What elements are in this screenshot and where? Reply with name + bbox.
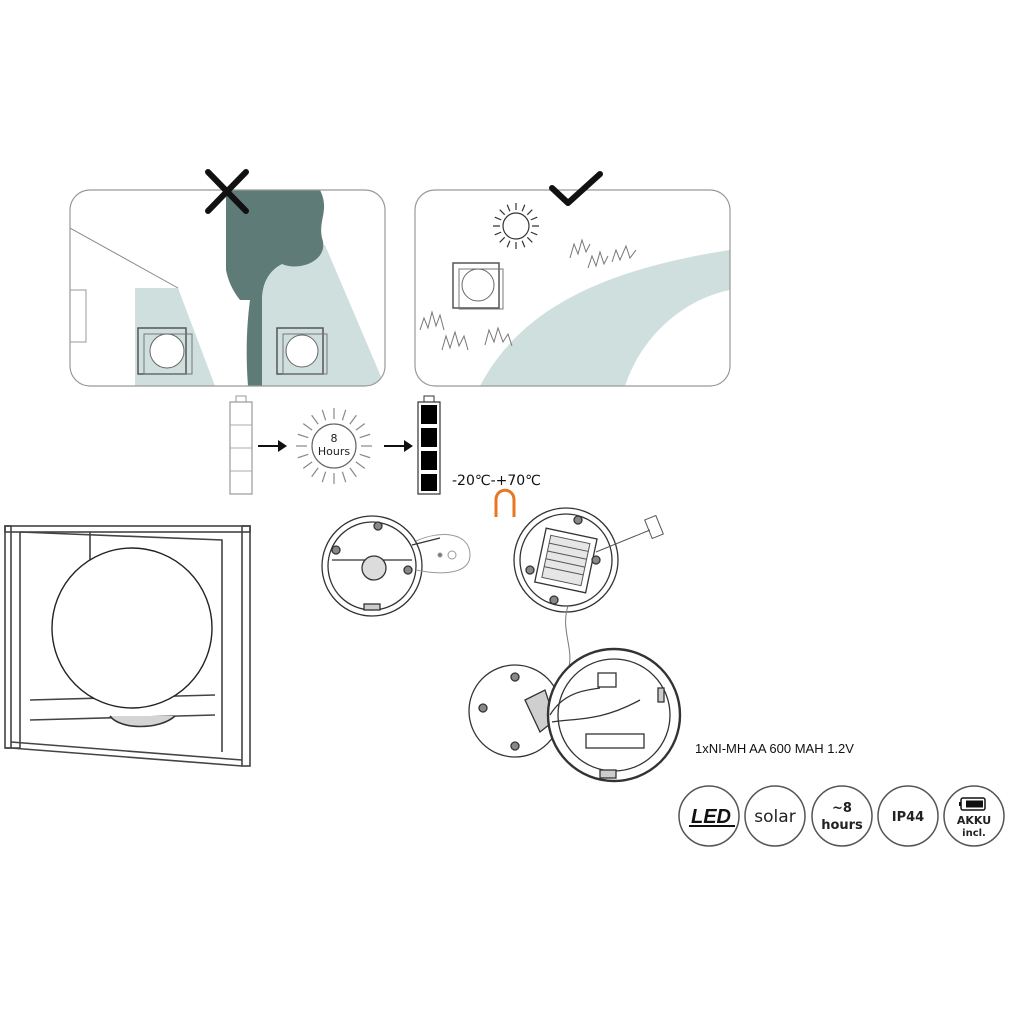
sun-ray	[521, 204, 526, 212]
sun-ray	[494, 231, 502, 236]
switch-on-icon	[494, 488, 516, 517]
badge-akku-text: AKKU	[957, 814, 991, 827]
badge-solar-text: solar	[754, 807, 795, 827]
charge-hours-value: 8	[331, 432, 338, 445]
module-top-view	[513, 507, 619, 613]
shaded-location-panel	[69, 189, 386, 387]
sun-ray	[349, 414, 357, 425]
sun-ray	[499, 209, 506, 216]
lamp-in-shade-2	[276, 327, 328, 375]
empty-battery-icon	[229, 395, 253, 495]
module-bottom-view	[321, 515, 441, 617]
charging-sun-icon: 8 Hours	[296, 408, 372, 484]
grass-icon	[419, 238, 637, 351]
sun-icon	[493, 203, 539, 249]
check-mark-icon	[549, 171, 603, 206]
sun-ray	[526, 209, 533, 216]
temperature-range: -20℃-+70℃	[452, 473, 541, 489]
cross-mark-icon	[205, 169, 249, 214]
battery-icon	[959, 797, 986, 811]
sun-ray	[506, 240, 511, 248]
arrow-right-icon	[258, 440, 287, 452]
lamp-in-sun	[452, 262, 504, 310]
badge-led-text: LED	[691, 806, 731, 828]
switch-detail-callout	[415, 534, 471, 574]
full-battery-icon	[417, 395, 441, 495]
sun-ray	[311, 414, 319, 425]
sun-ray	[521, 240, 526, 248]
badge-hours: ~8 hours	[811, 785, 873, 847]
module-open-view	[468, 647, 682, 783]
sun-ray	[341, 471, 347, 483]
screwdriver-icon	[595, 514, 664, 553]
sun-ray	[359, 433, 371, 439]
arrow-right-icon	[384, 440, 413, 452]
sun-ray	[530, 231, 538, 236]
sun-ray	[355, 461, 366, 469]
cube-lamp-product	[4, 525, 251, 767]
badge-led: LED	[678, 785, 740, 847]
badge-hours-unit: hours	[821, 818, 863, 833]
sun-ray	[355, 423, 366, 431]
sun-ray	[302, 423, 313, 431]
sun-ray	[321, 409, 327, 421]
charge-hours-unit: Hours	[318, 445, 350, 458]
sun-ray	[494, 216, 502, 221]
badge-solar: solar	[744, 785, 806, 847]
sun-ray	[506, 204, 511, 212]
badge-hours-value: ~8	[832, 801, 852, 816]
badge-akku: AKKU incl.	[943, 785, 1005, 847]
sun-ray	[526, 236, 533, 243]
sunny-location-panel	[414, 189, 731, 387]
battery-spec: 1xNI-MH AA 600 MAH 1.2V	[695, 741, 854, 756]
badge-ip44: IP44	[877, 785, 939, 847]
badge-akku-sub: incl.	[962, 828, 986, 839]
sun-ray	[349, 467, 357, 478]
sun-ray	[302, 461, 313, 469]
sun-ray	[311, 467, 319, 478]
sun-ray	[297, 433, 309, 439]
sun-ray	[297, 453, 309, 459]
sun-ray	[341, 409, 347, 421]
lamp-in-shade-1	[137, 327, 193, 375]
sun-ray	[530, 216, 538, 221]
sun-ray	[359, 453, 371, 459]
sun-ray	[499, 236, 506, 243]
sun-ray	[321, 471, 327, 483]
badge-ip44-text: IP44	[892, 810, 924, 825]
